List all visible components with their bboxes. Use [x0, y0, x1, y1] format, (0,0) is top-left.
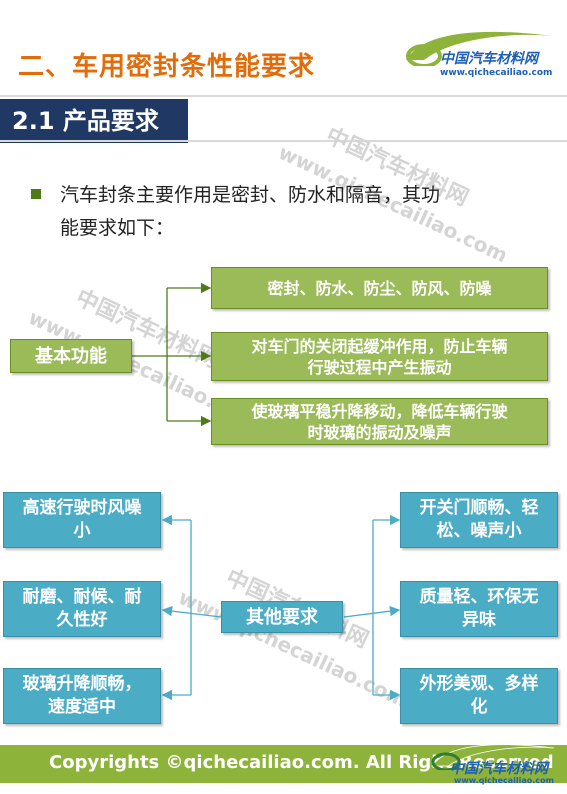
- other-requirement-item: 耐磨、耐候、耐 久性好: [3, 581, 161, 637]
- header-divider: [0, 95, 567, 97]
- footer-logo: 中国汽车材料网 www.qichecailiao.com: [428, 740, 558, 790]
- logo-car-icon: [406, 31, 552, 66]
- section-divider: [0, 140, 567, 142]
- other-requirements-root: 其他要求: [221, 601, 343, 633]
- other-requirement-item: 开关门顺畅、轻 松、噪声小: [400, 492, 558, 548]
- basic-function-item: 密封、防水、防尘、防风、防噪: [211, 267, 548, 309]
- logo-car-icon: [431, 744, 555, 770]
- bullet-text: 能要求如下：: [60, 217, 175, 239]
- other-requirement-item: 质量轻、环保无 异味: [400, 581, 558, 637]
- bullet-icon: [31, 189, 41, 199]
- footer-copyright: Copyrights ©qichecailiao.com. All Right …: [49, 752, 554, 773]
- bullet-text: 汽车封条主要作用是密封、防水和隔音，其功: [60, 184, 441, 206]
- logo-url: www.qichecailiao.com: [440, 68, 553, 78]
- logo-url: www.qichecailiao.com: [454, 776, 554, 785]
- basic-function-item: 对车门的关闭起缓冲作用，防止车辆 行驶过程中产生振动: [211, 332, 548, 381]
- basic-function-item: 使玻璃平稳升降移动，降低车辆行驶 时玻璃的振动及噪声: [211, 398, 548, 445]
- logo-text: 中国汽车材料网: [450, 761, 548, 777]
- other-requirement-item: 外形美观、多样 化: [400, 668, 558, 724]
- site-logo: 中国汽车材料网 www.qichecailiao.com: [402, 26, 560, 92]
- other-requirement-item: 高速行驶时风噪 小: [3, 492, 161, 548]
- logo-text: 中国汽车材料网: [440, 51, 538, 67]
- basic-function-root: 基本功能: [10, 339, 132, 373]
- section-heading: 2.1 产品要求: [0, 99, 188, 143]
- other-requirement-item: 玻璃升降顺畅， 速度适中: [3, 668, 161, 724]
- page-title: 二、车用密封条性能要求: [18, 52, 316, 82]
